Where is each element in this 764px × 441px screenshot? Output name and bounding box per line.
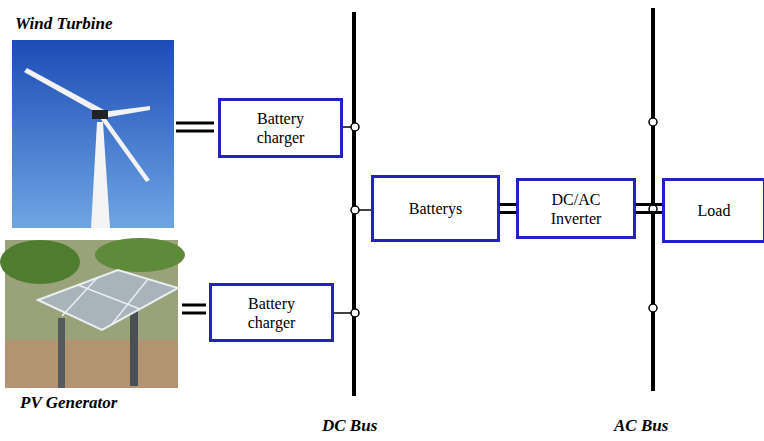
caption-label: PV Generator	[20, 393, 117, 413]
caption-label: Wind Turbine	[15, 14, 112, 34]
post	[58, 318, 65, 388]
panel-seam	[112, 279, 148, 324]
bus-dot	[649, 118, 657, 126]
tower	[91, 122, 110, 228]
caption-label: AC Bus	[614, 416, 668, 436]
link-line	[182, 312, 206, 315]
ac-bus-line	[651, 8, 655, 391]
process-box: Batterys	[371, 175, 500, 242]
link-line	[182, 304, 206, 307]
blade	[24, 68, 104, 114]
connector-line	[500, 203, 516, 206]
blade	[102, 106, 150, 118]
wind-turbine-picture	[12, 40, 174, 228]
connector-line	[500, 211, 516, 214]
nacelle	[92, 110, 108, 119]
bus-dot	[351, 123, 359, 131]
bus-dot	[649, 304, 657, 312]
dc-bus-line	[352, 12, 356, 396]
label-text: DC Bus	[322, 416, 377, 435]
blade	[100, 116, 150, 182]
label-text: AC Bus	[614, 416, 668, 435]
link-line	[176, 130, 214, 133]
sky	[12, 40, 174, 228]
box-label: Load	[698, 201, 731, 220]
solar-panel	[38, 270, 178, 330]
box-label: Batterys	[409, 199, 462, 218]
double-line-connector	[636, 205, 662, 213]
bus-dot	[351, 309, 359, 317]
process-box: Battery charger	[218, 98, 343, 158]
bus-dot	[351, 206, 359, 214]
caption-label: DC Bus	[322, 416, 377, 436]
panel-seam	[62, 277, 98, 316]
label-text: Wind Turbine	[15, 14, 112, 33]
pv-generator-picture	[0, 238, 185, 388]
process-box: DC/AC Inverter	[516, 178, 636, 239]
connector-line	[636, 203, 662, 206]
tree	[95, 238, 185, 272]
process-box: Battery charger	[209, 283, 334, 342]
process-box: Load	[662, 178, 764, 243]
connector-line	[636, 211, 662, 214]
label-text: PV Generator	[20, 393, 117, 412]
tree	[0, 240, 80, 284]
double-line-connector	[500, 205, 516, 213]
box-label: Battery charger	[245, 109, 317, 147]
bus-nodes	[351, 118, 657, 317]
box-label: Battery charger	[236, 294, 308, 332]
box-label: DC/AC Inverter	[540, 190, 612, 228]
ground	[5, 340, 178, 388]
link-line	[176, 122, 214, 125]
